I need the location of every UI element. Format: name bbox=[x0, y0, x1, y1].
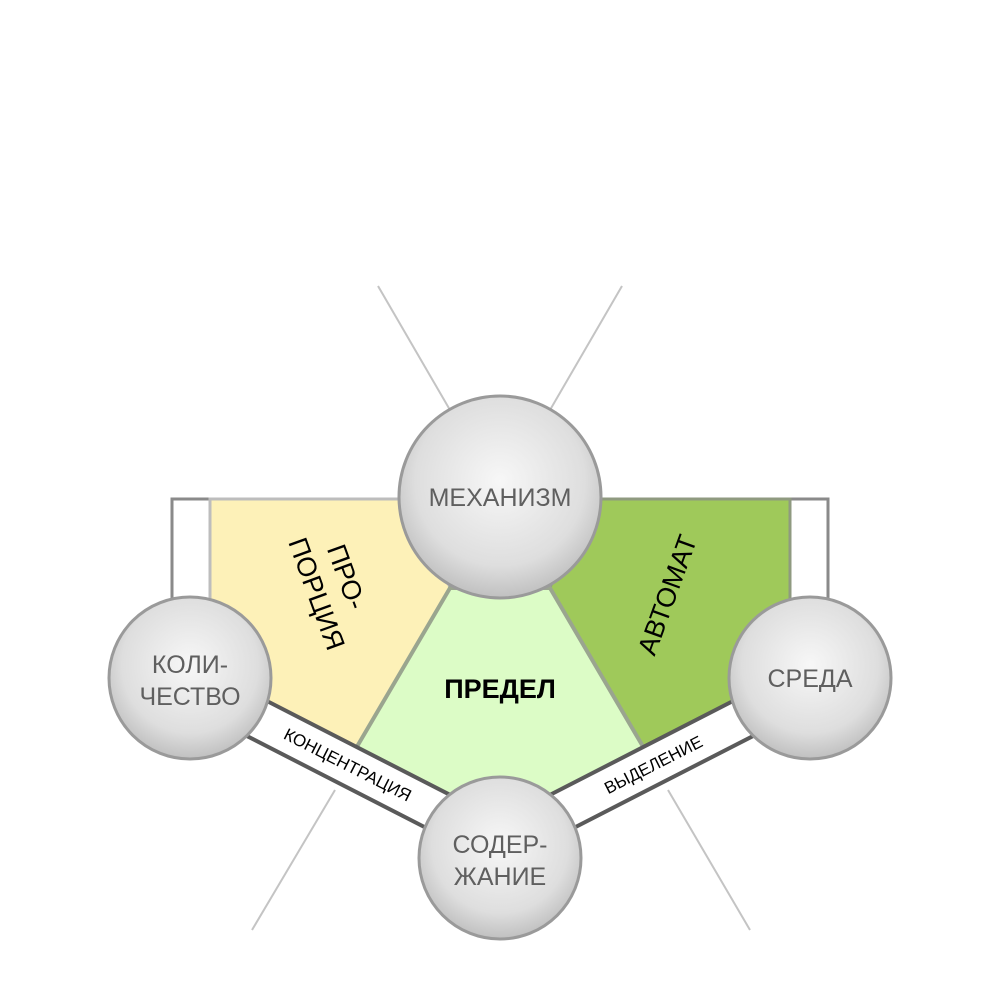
frame-strips bbox=[170, 497, 830, 602]
node-content: СОДЕР- ЖАНИЕ bbox=[417, 775, 583, 941]
node-mechanism: МЕХАНИЗМ bbox=[397, 394, 603, 600]
node-label-quantity-line2: ЧЕСТВО bbox=[139, 683, 240, 711]
node-label-content-line2: ЖАНИЕ bbox=[454, 863, 546, 891]
node-environment: СРЕДА bbox=[727, 595, 893, 761]
node-label-environment: СРЕДА bbox=[767, 665, 852, 693]
node-label-quantity-line1: КОЛИ- bbox=[152, 651, 228, 679]
region-label-limit: ПРЕДЕЛ bbox=[444, 674, 556, 704]
node-quantity: КОЛИ- ЧЕСТВО bbox=[107, 595, 273, 761]
node-label-content-line1: СОДЕР- bbox=[452, 831, 547, 859]
node-label-mechanism: МЕХАНИЗМ bbox=[429, 484, 572, 512]
